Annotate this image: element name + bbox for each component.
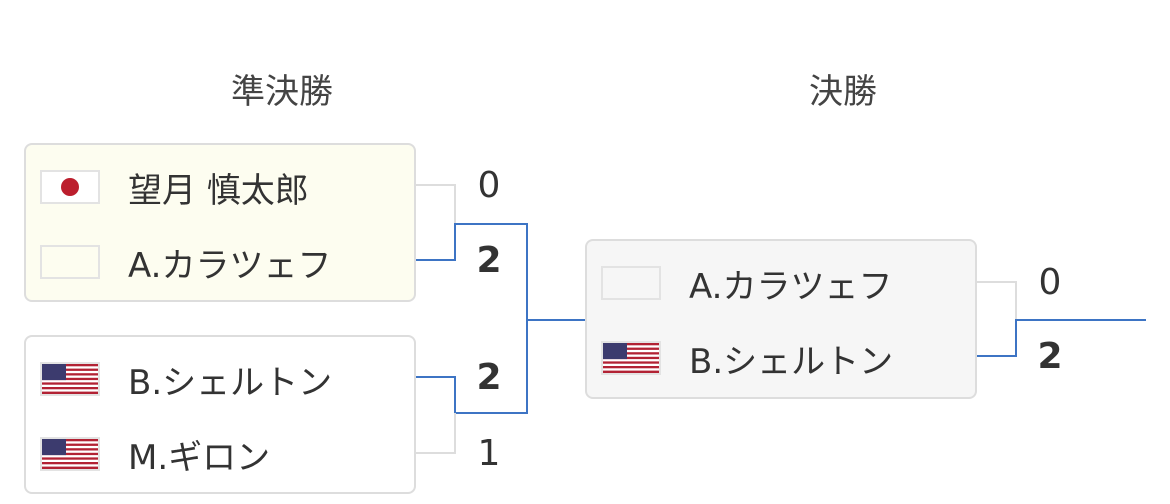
player-name: M.ギロン (128, 437, 271, 478)
semifinal-2-player-2[interactable]: M.ギロン (26, 416, 414, 492)
usa-flag-icon (40, 362, 100, 396)
semifinal-1-player-1-score: 0 (477, 165, 501, 206)
semifinal-1-player-1[interactable]: 望月 慎太郎 (26, 149, 414, 225)
sf2-loser-connector (416, 413, 456, 454)
final-match[interactable]: A.カラツェフ B.シェルトン (585, 239, 977, 399)
semifinal-round-title: 準決勝 (231, 72, 333, 112)
player-name: B.シェルトン (128, 362, 333, 403)
player-name: A.カラツェフ (128, 245, 332, 286)
blank-flag-icon (601, 266, 661, 300)
blank-flag-icon (40, 245, 100, 279)
semifinal-2-match[interactable]: B.シェルトン M.ギロン (24, 335, 416, 494)
semifinal-1-player-2-score: 2 (476, 240, 502, 281)
semifinal-2-player-1[interactable]: B.シェルトン (26, 341, 414, 417)
final-winner-connector (977, 319, 1146, 357)
semifinal-1-player-2[interactable]: A.カラツェフ (26, 224, 414, 300)
semifinal-2-player-2-score: 1 (477, 433, 501, 474)
final-loser-connector (977, 281, 1017, 320)
final-player-2[interactable]: B.シェルトン (587, 320, 975, 396)
final-player-1-score: 0 (1038, 262, 1062, 303)
semifinal-2-player-1-score: 2 (476, 357, 502, 398)
semifinal-1-match[interactable]: 望月 慎太郎 A.カラツェフ (24, 143, 416, 302)
player-name: B.シェルトン (689, 341, 894, 382)
final-player-2-score: 2 (1037, 336, 1063, 377)
usa-flag-icon (40, 437, 100, 471)
sf1-winner-connector (416, 223, 585, 321)
player-name: A.カラツェフ (689, 266, 893, 307)
player-name: 望月 慎太郎 (128, 170, 309, 211)
usa-flag-icon (601, 341, 661, 375)
sf1-loser-connector (416, 184, 456, 224)
final-player-1[interactable]: A.カラツェフ (587, 245, 975, 321)
final-round-title: 決勝 (809, 72, 877, 112)
japan-flag-icon (40, 170, 100, 204)
